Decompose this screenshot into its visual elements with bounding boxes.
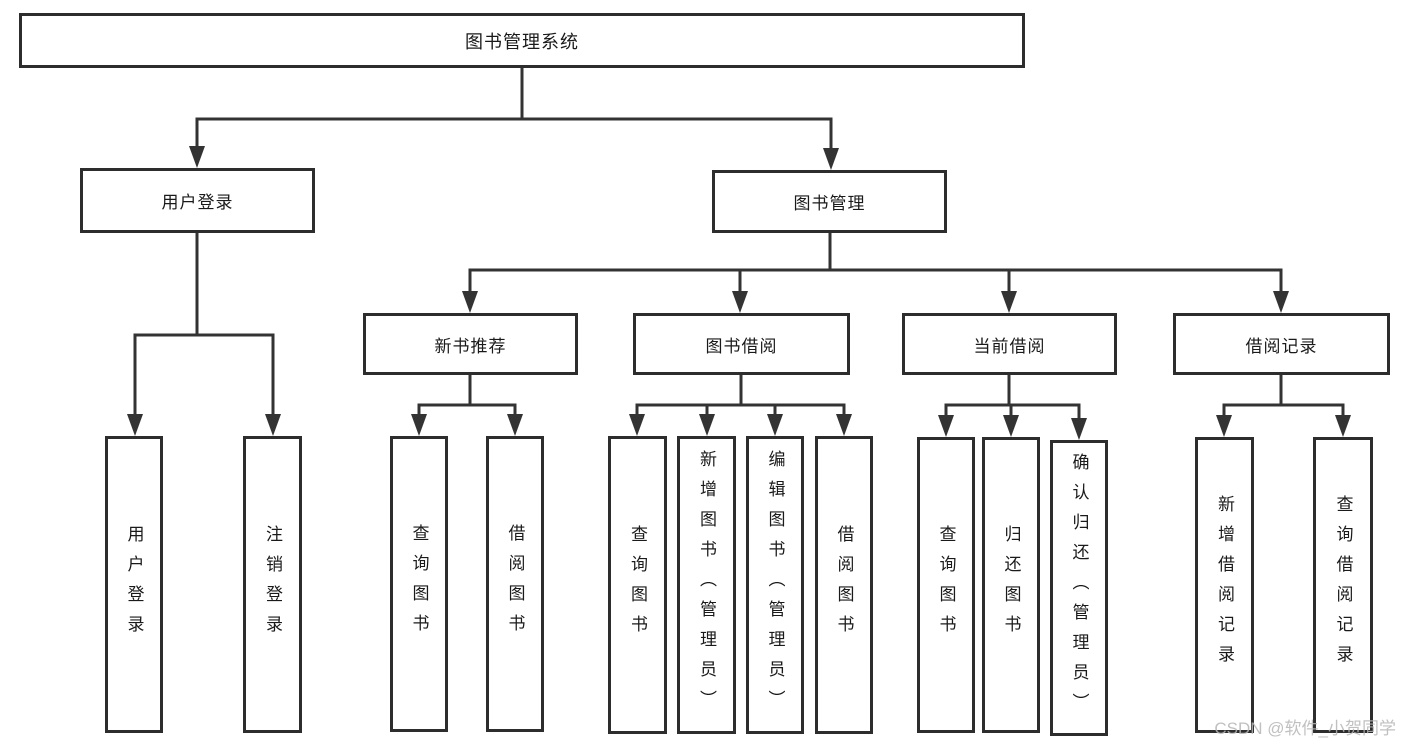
node-label: 借阅图书 <box>834 525 854 645</box>
node-user-login: 用户登录 <box>80 168 315 233</box>
node-label: 新增图书（管理员） <box>697 450 716 720</box>
node-label: 图书管理系统 <box>465 31 579 52</box>
arrowhead-icon <box>1216 415 1232 437</box>
node-leaf-user-login: 用户登录 <box>105 436 163 733</box>
arrowhead-icon <box>938 415 954 437</box>
arrowhead-icon <box>823 148 839 170</box>
node-borrow-records: 借阅记录 <box>1173 313 1390 375</box>
arrowhead-icon <box>411 414 427 436</box>
node-label: 借阅图书 <box>505 524 525 644</box>
node-label: 用户登录 <box>161 193 234 212</box>
arrowhead-icon <box>1003 415 1019 437</box>
node-label: 借阅记录 <box>1245 336 1318 356</box>
arrowhead-icon <box>462 291 478 313</box>
node-label: 图书借阅 <box>705 336 778 356</box>
node-new-book-recommend: 新书推荐 <box>363 313 578 375</box>
arrowhead-icon <box>1335 415 1351 437</box>
node-library-system: 图书管理系统 <box>19 13 1025 68</box>
arrowhead-icon <box>699 414 715 436</box>
node-current-confirm-return-admin: 确认归还（管理员） <box>1050 440 1108 736</box>
node-label: 用户登录 <box>124 524 144 645</box>
arrowhead-icon <box>1273 291 1289 313</box>
node-book-management: 图书管理 <box>712 170 947 233</box>
node-label: 查询借阅记录 <box>1333 495 1353 675</box>
node-label: 编辑图书（管理员） <box>765 450 785 720</box>
node-label: 查询图书 <box>936 525 956 645</box>
node-current-return-books: 归还图书 <box>982 437 1040 733</box>
node-newbook-borrow-books: 借阅图书 <box>486 436 544 732</box>
node-label: 查询图书 <box>409 524 429 644</box>
node-label: 当前借阅 <box>973 336 1046 356</box>
node-borrow-add-books-admin: 新增图书（管理员） <box>677 436 736 734</box>
node-label: 归还图书 <box>1001 525 1021 645</box>
csdn-watermark: CSDN @软件_小贺同学 <box>1214 719 1396 738</box>
node-label: 图书管理 <box>793 194 866 213</box>
arrowhead-icon <box>265 414 281 436</box>
node-label: 确认归还（管理员） <box>1069 453 1089 723</box>
arrowhead-icon <box>767 414 783 436</box>
node-borrow-borrow-books: 借阅图书 <box>815 436 873 734</box>
node-records-add-record: 新增借阅记录 <box>1195 437 1254 733</box>
node-current-query-books: 查询图书 <box>917 437 975 733</box>
arrowhead-icon <box>1071 418 1087 440</box>
node-current-borrowing: 当前借阅 <box>902 313 1117 375</box>
node-label: 查询图书 <box>628 525 647 645</box>
arrowhead-icon <box>507 414 523 436</box>
arrowhead-icon <box>189 146 205 168</box>
node-borrow-query-books: 查询图书 <box>608 436 667 734</box>
node-label: 新增借阅记录 <box>1215 495 1234 675</box>
node-label: 注销登录 <box>263 524 282 645</box>
arrowhead-icon <box>127 414 143 436</box>
node-borrow-edit-books-admin: 编辑图书（管理员） <box>746 436 804 734</box>
arrowhead-icon <box>629 414 645 436</box>
arrowhead-icon <box>732 291 748 313</box>
node-records-query-record: 查询借阅记录 <box>1313 437 1373 733</box>
arrowhead-icon <box>836 414 852 436</box>
arrowhead-icon <box>1001 291 1017 313</box>
node-book-borrowing: 图书借阅 <box>633 313 850 375</box>
node-label: 新书推荐 <box>434 336 507 356</box>
node-newbook-query-books: 查询图书 <box>390 436 448 732</box>
node-leaf-logout: 注销登录 <box>243 436 302 733</box>
